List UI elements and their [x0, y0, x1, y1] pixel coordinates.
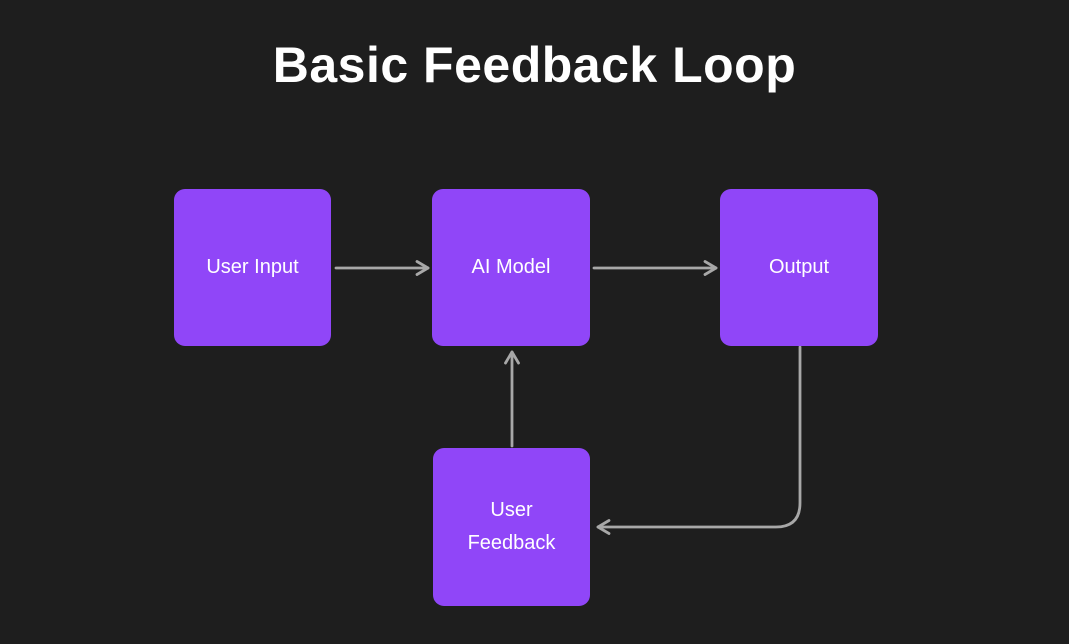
node-ai-model: AI Model	[432, 189, 590, 346]
node-output-label: Output	[768, 256, 830, 278]
node-user-input: User Input	[174, 189, 331, 346]
node-user-input-label: User Input	[206, 256, 299, 278]
node-ai-model-label: AI Model	[471, 256, 551, 278]
node-output: Output	[720, 189, 878, 346]
node-user-feedback: User Feedback	[433, 448, 590, 606]
node-user-feedback-label: User Feedback	[467, 499, 556, 554]
diagram-title: Basic Feedback Loop	[272, 37, 797, 93]
edge-output-to-user-feedback	[596, 345, 802, 535]
